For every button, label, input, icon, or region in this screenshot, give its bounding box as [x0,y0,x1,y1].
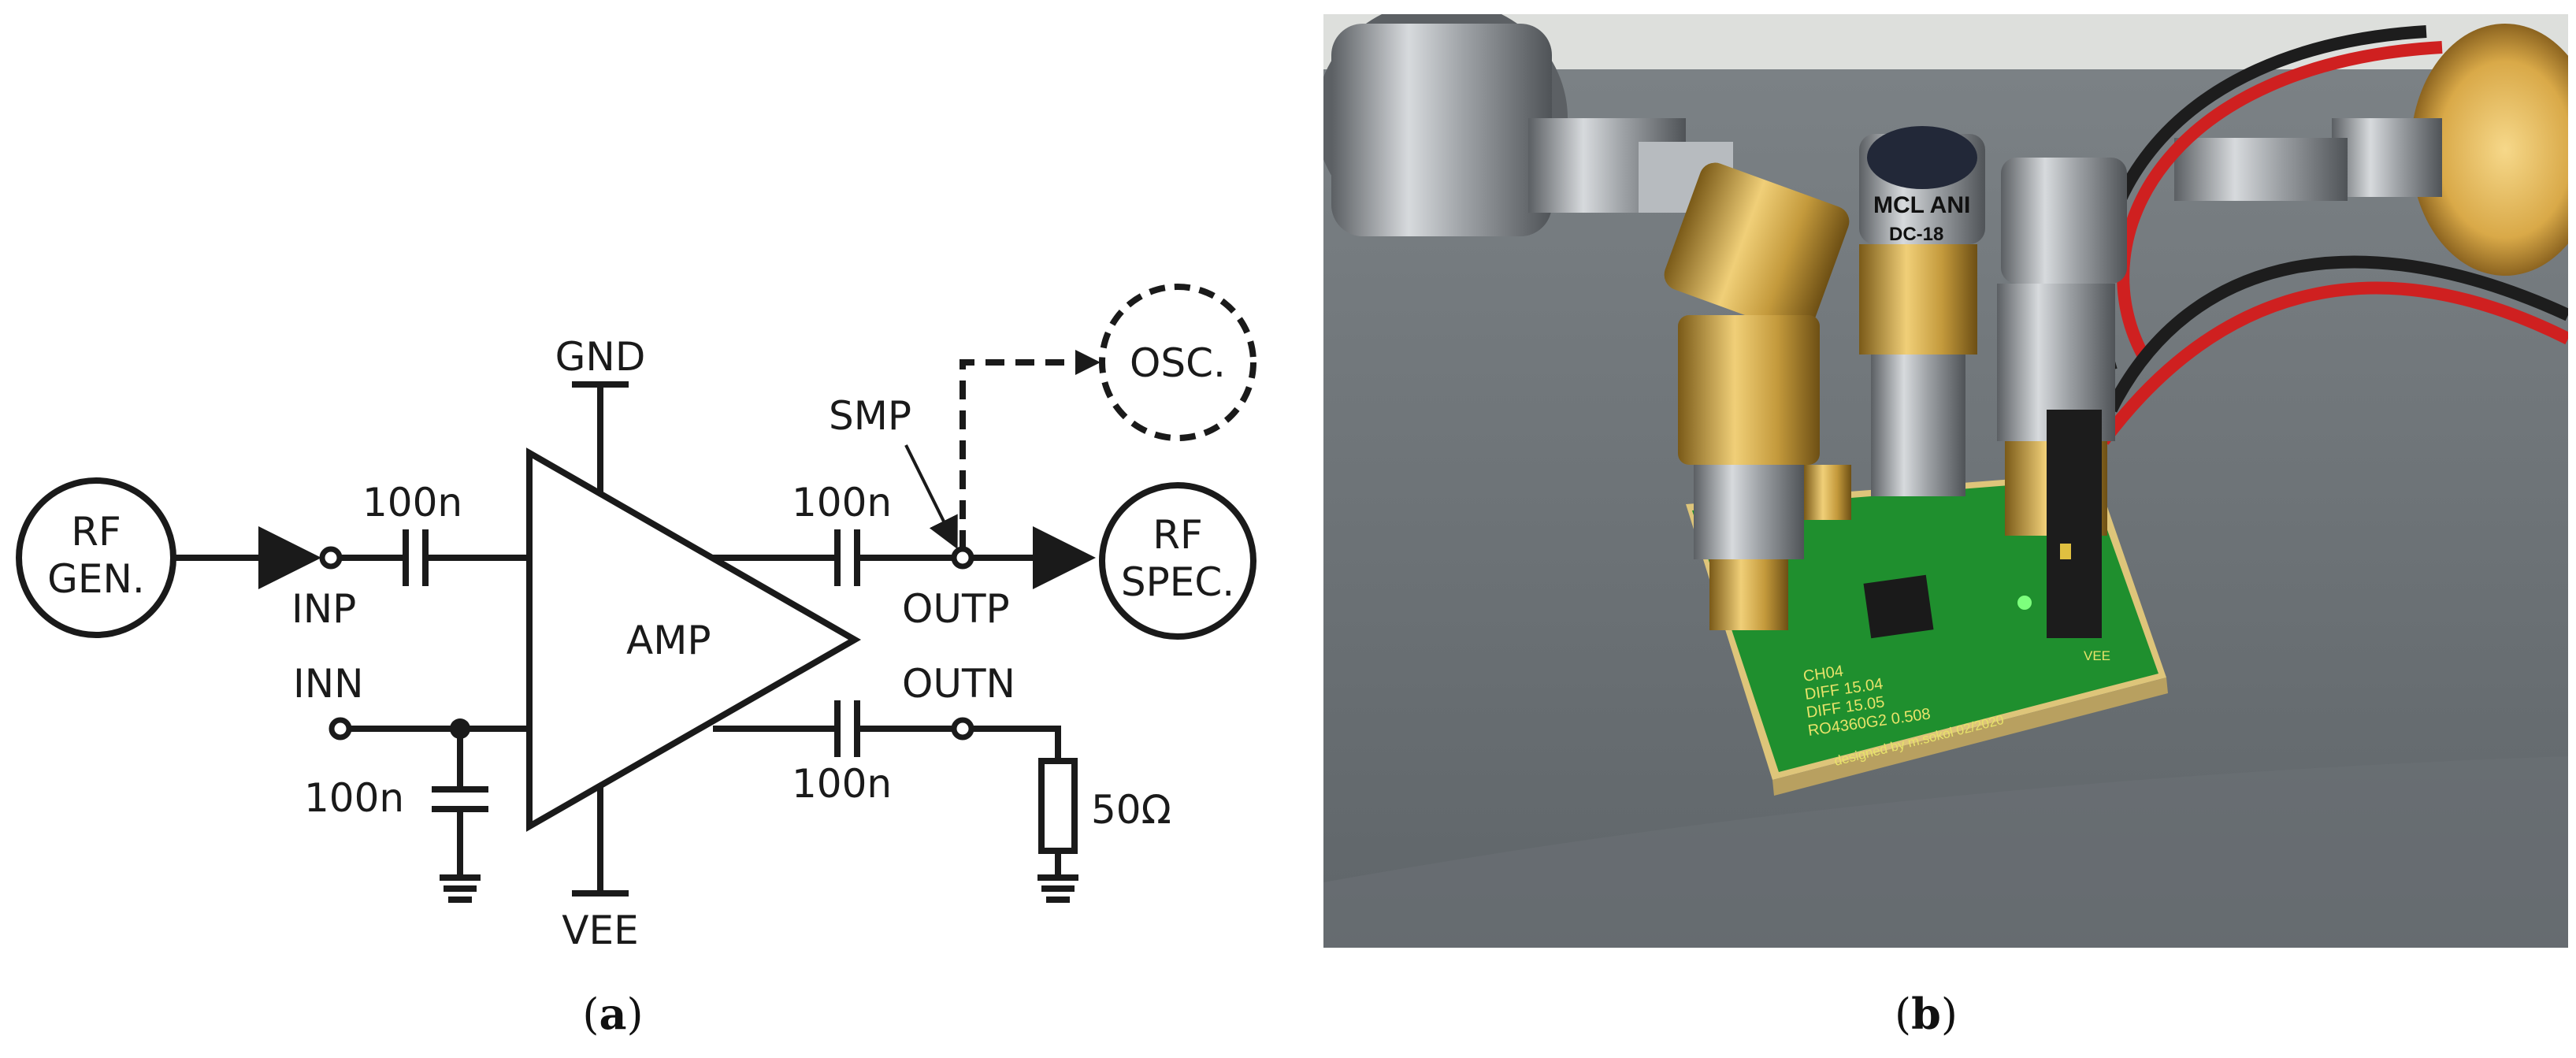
smp-pointer [904,444,958,550]
cap-inp-value: 100n [362,480,462,525]
oscilloscope-block: OSC. [1099,284,1256,441]
sma-connector-input [1664,162,1850,630]
red-cable-1 [2117,41,2443,358]
smp-label: SMP [829,393,911,439]
attenuator-label-2: DC-18 [1889,224,1943,245]
attenuator-label: MCL ANI [1873,192,1970,218]
osc-label: OSC. [1130,340,1226,386]
outn-ground-symbol [1037,874,1078,903]
outp-label: OUTP [902,586,1010,632]
amplifier-symbol: AMP [526,447,862,832]
inn-ground-symbol [440,874,481,903]
amp-label: AMP [626,618,711,663]
vee-label: VEE [562,908,638,953]
rf-gen-label-line1: RF [71,509,121,555]
outp-node [951,546,974,570]
right-coax-adapter [2174,24,2568,276]
cap-outn-value: 100n [792,761,892,807]
rf-spec-label-line1: RF [1153,512,1203,558]
osc-probe-dashed-wire [960,359,1083,549]
status-led [2017,596,2032,610]
red-cable-2 [2098,281,2568,445]
gnd-label: GND [555,334,646,380]
inn-label: INN [293,661,364,707]
resistor-50ohm [1038,758,1078,854]
inp-node [319,546,343,570]
rf-spec-label-line2: SPEC. [1121,559,1234,605]
outn-label: OUTN [902,661,1015,707]
sma-connector-unused [1804,465,1851,520]
attenuator-connector: MCL ANI DC-18 [1859,126,1985,496]
black-cable-2 [2105,255,2568,413]
amplifier-ic [1863,574,1934,639]
osc-probe-arrowhead [1075,350,1101,375]
panel-a-caption: (a) [582,989,643,1039]
rf-generator-block: RF GEN. [16,477,176,638]
pcb-vee-text: VEE [2084,648,2110,663]
power-pin-header [2047,410,2102,638]
inp-label: INP [291,586,356,632]
rf-gen-label-line2: GEN. [47,556,145,602]
cap-inn-value: 100n [304,775,404,821]
outn-node [951,717,974,741]
rf-spectrum-block: RF SPEC. [1099,482,1256,640]
panel-b-caption: (b) [1895,989,1958,1039]
outn-to-resistor-wire [971,726,1061,761]
inn-node [328,717,352,741]
cap-outp-value: 100n [792,480,892,525]
schematic-panel: RF GEN. INP 100n AMP GND VEE INN [16,284,1256,1039]
photo-panel: CH04 DIFF 15.04 DIFF 15.05 RO4360G2 0.50… [1323,14,2568,1039]
resistor-value: 50Ω [1091,787,1171,833]
